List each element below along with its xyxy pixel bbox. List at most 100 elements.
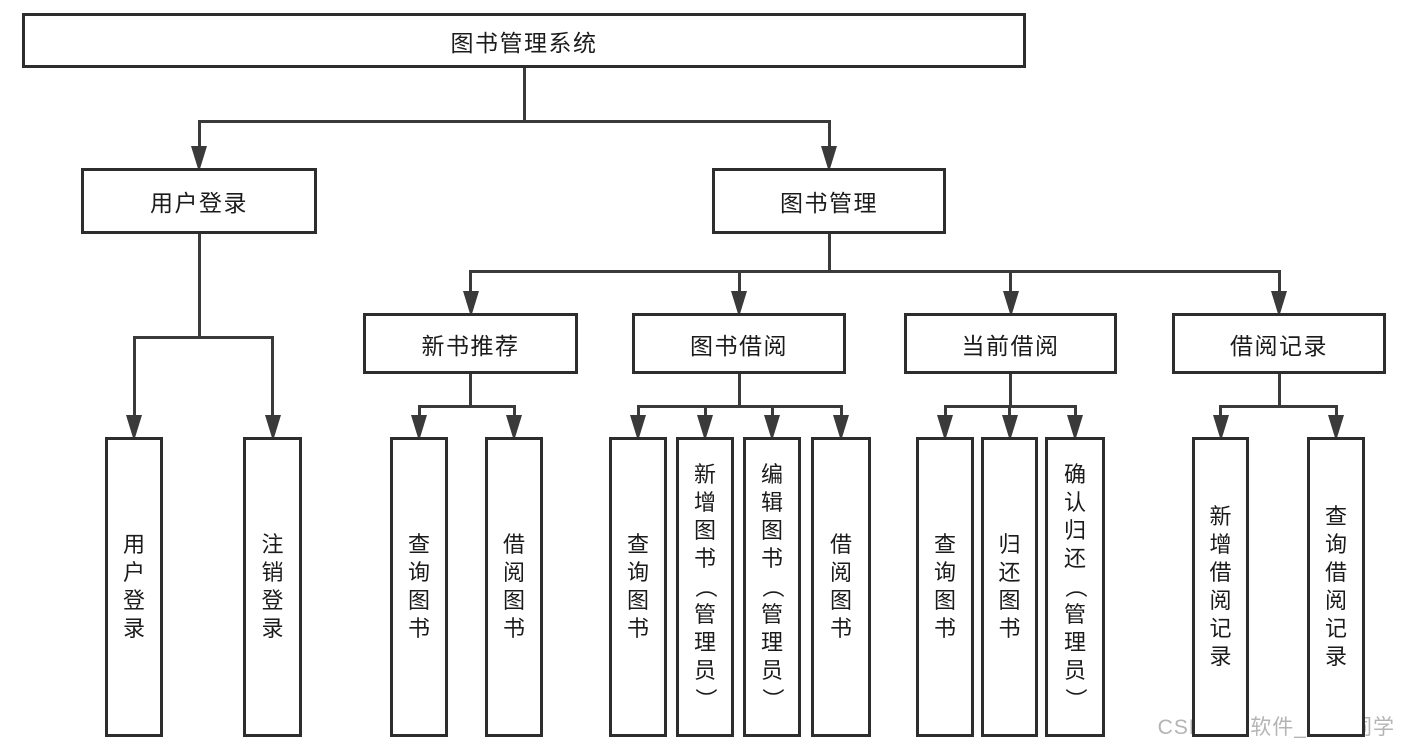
arrowhead-down-icon [697,415,713,441]
connector-line [197,120,201,150]
node-label-char: 查 [1324,504,1347,529]
connector-line [522,66,526,123]
connector-line [469,270,472,295]
node-label-char: 图 [760,518,783,543]
arrowhead-down-icon [462,291,479,317]
node-label-char: 管 [760,602,783,627]
node-label-char: 登 [261,588,284,613]
arrowhead-down-icon [506,415,522,441]
connector-line [132,336,274,339]
node-label-char: 录 [1209,644,1232,669]
node-label-char: 注 [261,532,284,557]
node-new-book-rec: 新书推荐 [363,313,578,374]
arrowhead-down-icon [411,415,427,441]
arrowhead-down-icon [1328,415,1344,441]
arrowhead-down-icon [821,146,837,172]
node-label-char: ） [759,687,785,711]
connector-line [132,336,136,419]
node-root: 图书管理系统 [22,13,1026,68]
connector-line [1219,405,1338,408]
node-leaf-logout: 注销登录 [243,437,302,737]
node-label-char: 阅 [1324,588,1347,613]
node-leaf-bb-edit: 编辑图书（管理员） [743,437,801,737]
node-label-char: 理 [760,630,783,655]
connector-line [636,405,640,419]
connector-line [1334,405,1338,419]
arrowhead-down-icon [191,146,207,172]
node-label-char: 图 [829,588,852,613]
node-leaf-cb-return: 归还图书 [981,437,1038,737]
node-label-char: 还 [1063,546,1086,571]
node-label-char: 书 [693,546,716,571]
node-leaf-bb-add: 新增图书（管理员） [676,437,734,737]
connector-line [417,405,421,419]
node-borrow-record: 借阅记录 [1172,313,1386,374]
node-label-char: 图 [998,588,1021,613]
node-book-mgmt: 图书管理 [712,168,946,234]
node-label-char: 归 [998,532,1021,557]
node-label-char: 记 [1324,616,1347,641]
node-label-char: 询 [933,560,956,585]
node-label-char: 新 [693,462,716,487]
arrowhead-down-icon [1212,415,1229,441]
connector-line [1009,270,1012,295]
node-label-char: （ [692,575,718,599]
arrowhead-down-icon [731,291,747,317]
node-label-char: 书 [829,616,852,641]
node-label-char: 书 [760,546,783,571]
arrowhead-down-icon [937,415,953,441]
node-label-char: 户 [122,560,145,585]
node-label-char: 增 [693,490,716,515]
node-label-char: 书 [626,616,649,641]
connector-line [1008,405,1011,419]
node-label-char: 借 [1209,560,1232,585]
node-label-char: 员 [693,658,716,683]
node-label-char: 书 [502,616,525,641]
connector-line [839,405,843,419]
node-label-char: 借 [502,532,525,557]
arrowhead-down-icon [1271,291,1287,317]
connector-line [1009,372,1012,408]
connector-line [197,120,831,123]
node-label-char: 图 [693,518,716,543]
node-label-char: 登 [122,588,145,613]
node-label-char: 查 [933,532,956,557]
node-label-char: 图 [626,588,649,613]
node-label-char: 阅 [502,560,525,585]
arrowhead-down-icon [1067,415,1083,441]
connector-line [827,120,831,150]
connector-line [737,270,741,295]
arrowhead-down-icon [630,415,646,441]
node-label-char: ） [1062,687,1088,711]
node-label-char: 员 [1063,658,1086,683]
connector-line [1277,270,1281,295]
node-label-char: 归 [1063,518,1086,543]
node-label-char: 员 [760,658,783,683]
node-leaf-user-login: 用户登录 [105,437,163,737]
connector-line [197,232,201,339]
arrowhead-down-icon [126,415,142,441]
connector-line [827,232,831,273]
node-leaf-bb-query: 查询图书 [609,437,667,737]
node-label-char: 理 [693,630,716,655]
node-label-char: 理 [1063,630,1086,655]
node-label-char: 图 [502,588,525,613]
node-book-borrow: 图书借阅 [632,313,846,374]
node-current-borrow: 当前借阅 [904,313,1117,374]
connector-line [271,336,274,419]
node-label-char: 编 [760,462,783,487]
connector-line [770,405,774,419]
node-leaf-cb-query: 查询图书 [916,437,974,737]
node-leaf-cb-confirm: 确认归还（管理员） [1045,437,1105,737]
node-label-char: 录 [122,616,145,641]
connector-line [469,270,1281,273]
node-label-char: 还 [998,560,1021,585]
node-label-char: 书 [407,616,430,641]
node-label-char: 管 [1063,602,1086,627]
node-label-char: 销 [261,560,284,585]
node-label-char: 确 [1063,462,1086,487]
node-label-char: 书 [998,616,1021,641]
node-label-char: 查 [626,532,649,557]
connector-line [1277,372,1281,408]
